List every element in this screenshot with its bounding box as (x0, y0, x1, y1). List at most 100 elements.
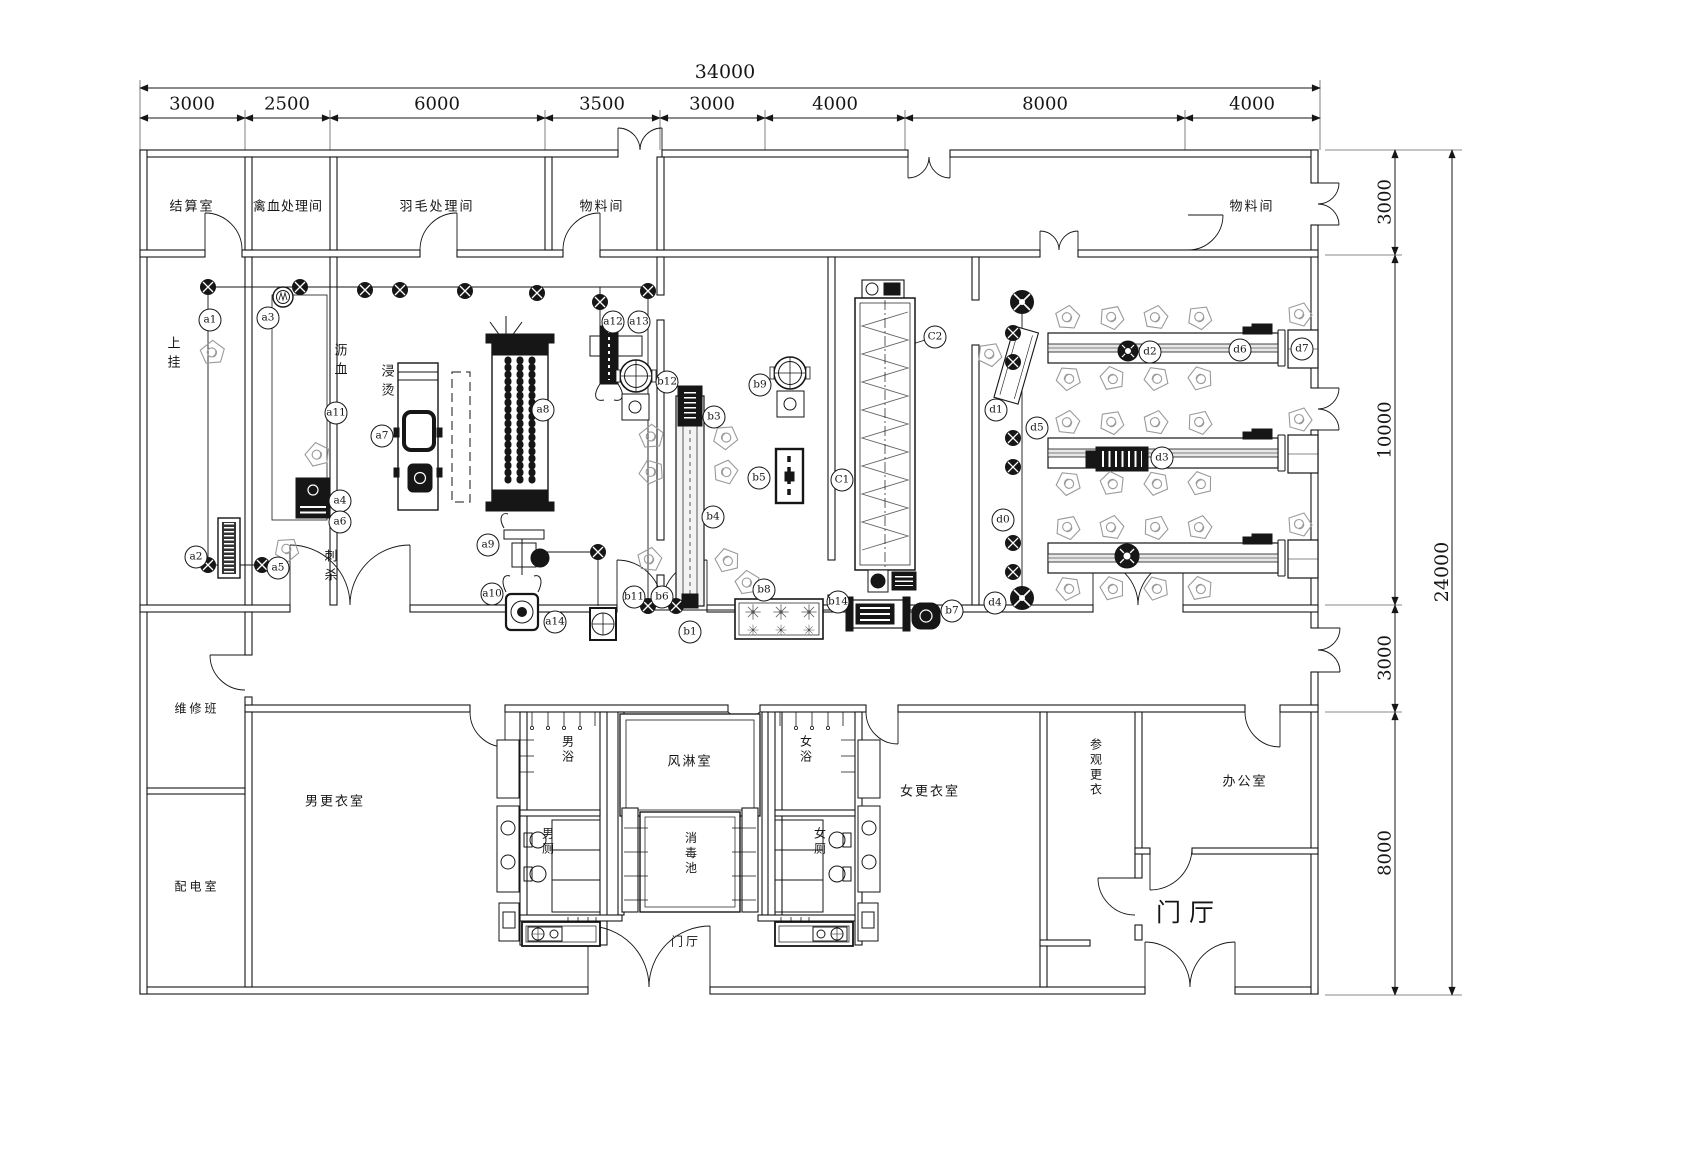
room-power-distribution: 配电室 (174, 879, 220, 894)
room-feather-processing: 羽毛处理间 (399, 199, 475, 215)
equip-tag-b3: b3 (702, 405, 726, 429)
wash-table-b8 (734, 598, 824, 640)
defeather-machine-a8 (451, 316, 555, 512)
toilet-stalls (523, 819, 852, 913)
equip-tag-a11: a11 (324, 401, 348, 425)
room-maintenance: 维修班 (174, 701, 220, 716)
blood-collector-a4 (295, 477, 331, 519)
room-material-2: 物料间 (1229, 199, 1275, 215)
equip-tag-d3: d3 (1150, 446, 1174, 470)
changing-room-benches (496, 739, 881, 942)
room-lobby-main: 门厅 (1155, 898, 1223, 927)
equip-tag-a5: a5 (266, 556, 290, 580)
equip-tag-a7: a7 (370, 424, 394, 448)
gizzard-machine-b14 (845, 596, 911, 632)
equip-tag-b4: b4 (701, 505, 725, 529)
room-women-bath: 女浴 (798, 735, 813, 765)
dimension-lines (139, 84, 1456, 996)
dim-top-seg-8: 4000 (1229, 93, 1275, 115)
dim-right-seg-4: 8000 (1374, 830, 1396, 876)
hanging-trough-a2 (217, 517, 241, 579)
equip-tag-d1: d1 (984, 398, 1008, 422)
equip-tag-a9: a9 (476, 533, 500, 557)
evisceration-line-b3-b4 (675, 385, 705, 609)
equip-tag-a1: a1 (198, 308, 222, 332)
cutter-a10 (502, 575, 542, 632)
room-men-toilet: 男厕 (540, 827, 555, 857)
room-men-changing: 男更衣室 (304, 794, 366, 810)
dim-top-seg-4: 3500 (579, 93, 625, 115)
equip-tag-d6: d6 (1228, 338, 1252, 362)
bleed-motor-a3 (272, 286, 294, 308)
equip-tag-b14: b14 (826, 590, 850, 614)
zone-hanging: 上挂 (164, 336, 180, 374)
room-women-changing: 女更衣室 (899, 784, 961, 800)
equip-tag-b11: b11 (622, 585, 646, 609)
dim-top-seg-5: 3000 (689, 93, 735, 115)
equip-tag-a2: a2 (184, 545, 208, 569)
room-air-shower: 风淋室 (667, 754, 713, 770)
doors (204, 127, 1341, 988)
equip-tag-a13: a13 (627, 310, 651, 334)
wash-basins (521, 917, 854, 947)
dim-right-seg-2: 10000 (1374, 401, 1396, 459)
shower-heads (520, 712, 855, 773)
dim-top-seg-3: 6000 (414, 93, 460, 115)
room-women-toilet: 女厕 (812, 827, 827, 857)
washer-b12 (615, 359, 657, 393)
equip-tag-b5: b5 (747, 466, 771, 490)
air-shower-box (619, 713, 761, 817)
equip-tag-d2: d2 (1138, 340, 1162, 364)
equip-tag-b9: b9 (748, 373, 772, 397)
equip-tag-b6: b6 (650, 585, 674, 609)
sanitary-fixtures (496, 712, 881, 947)
dim-top-seg-1: 3000 (169, 93, 215, 115)
equip-tag-C1: C1 (830, 468, 854, 492)
equip-tag-d0: d0 (991, 508, 1015, 532)
room-material-1: 物料间 (579, 199, 625, 215)
equipment (217, 279, 1319, 641)
equip-tag-a12: a12 (601, 310, 625, 334)
dim-right-total: 24000 (1431, 541, 1453, 603)
dim-top-seg-6: 4000 (812, 93, 858, 115)
equip-tag-C2: C2 (923, 325, 947, 349)
scalder-a7 (393, 362, 443, 511)
equip-tag-a6: a6 (328, 510, 352, 534)
equip-tag-a14: a14 (543, 610, 567, 634)
equip-tag-b12: b12 (655, 370, 679, 394)
dim-right-seg-1: 3000 (1374, 179, 1396, 225)
washer-b9 (769, 356, 811, 390)
equip-tag-d5: d5 (1025, 416, 1049, 440)
equip-tag-b8: b8 (752, 578, 776, 602)
inspection-b5 (774, 447, 805, 505)
room-men-bath: 男浴 (560, 735, 575, 765)
unloader-a9 (500, 513, 550, 575)
room-visitor-changing: 参观更衣 (1088, 738, 1103, 798)
scale-a14 (589, 607, 617, 641)
equip-tag-a3: a3 (256, 306, 280, 330)
equip-tag-d4: d4 (983, 591, 1007, 615)
motor-d2 (1117, 340, 1139, 362)
equip-tag-b7: b7 (940, 599, 964, 623)
screw-chiller-C1 (854, 279, 917, 593)
extension-lines (139, 80, 1462, 996)
zone-bleeding: 沥血 (331, 343, 347, 381)
dim-top-seg-7: 8000 (1022, 93, 1068, 115)
equip-tag-a8: a8 (531, 398, 555, 422)
equip-tag-b1: b1 (678, 620, 702, 644)
dim-top-seg-2: 2500 (264, 93, 310, 115)
room-office: 办公室 (1222, 774, 1268, 790)
equip-tag-a4: a4 (328, 489, 352, 513)
equip-tag-d7: d7 (1290, 337, 1314, 361)
disinfection-pool (621, 807, 759, 913)
head-cutter-a12-a13 (589, 325, 643, 401)
room-blood-processing: 禽血处理间 (252, 199, 324, 215)
room-lobby-small: 门厅 (670, 934, 702, 949)
equip-tag-a10: a10 (480, 582, 504, 606)
pump-b7 (911, 602, 941, 630)
room-settlement: 结算室 (169, 199, 215, 215)
weigher-d3 (1085, 446, 1149, 472)
disc-unit-row3 (1114, 543, 1140, 569)
